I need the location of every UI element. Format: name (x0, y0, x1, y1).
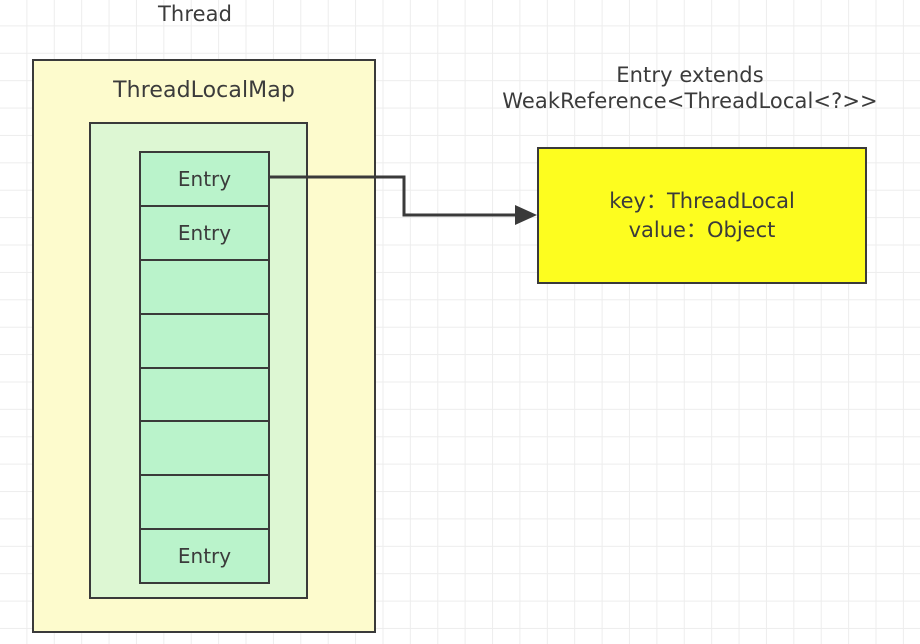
entry-cell[interactable] (141, 476, 268, 531)
entry-detail-fields: key：ThreadLocal value：Object (609, 189, 795, 242)
entry-cell[interactable] (141, 369, 268, 423)
entry-cell[interactable] (141, 261, 268, 315)
entry-class-caption: Entry extends WeakReference<ThreadLocal<… (502, 63, 878, 113)
entry-cell[interactable] (141, 422, 268, 477)
entry-cell[interactable] (141, 315, 268, 369)
entry-cell[interactable]: Entry (141, 153, 268, 207)
thread-local-map-label: ThreadLocalMap (113, 78, 295, 103)
entry-cell[interactable]: Entry (177, 544, 232, 569)
entry-detail-box[interactable]: key：ThreadLocal value：Object (537, 147, 867, 284)
entry-cell[interactable]: Entry (141, 207, 268, 261)
thread-label: Thread (157, 2, 233, 26)
entry-table[interactable]: Entry Entry Entry (139, 151, 270, 584)
